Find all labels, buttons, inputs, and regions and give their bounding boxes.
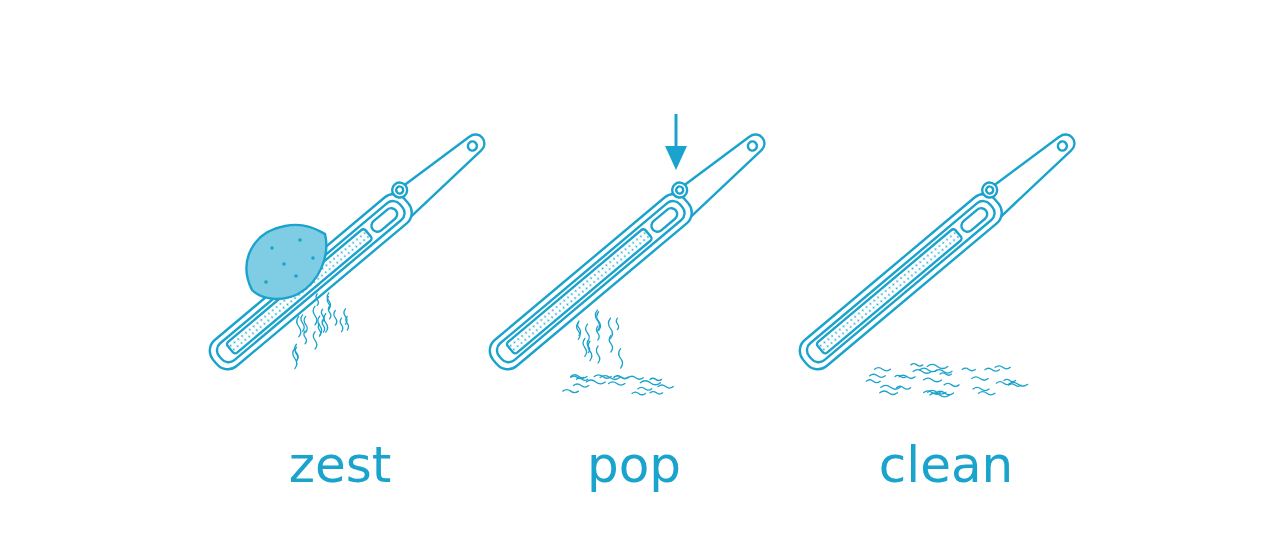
zest-shaving — [880, 391, 898, 395]
zest-shaving — [297, 316, 301, 336]
zest-shaving — [327, 297, 330, 310]
zest-shaving — [614, 376, 629, 379]
zest-shaving — [972, 377, 989, 380]
zester — [202, 122, 493, 375]
zest-shaving — [614, 376, 628, 379]
zest-shaving — [340, 318, 343, 331]
zest-shaving — [304, 316, 307, 332]
zest-shaving — [911, 364, 923, 366]
zest-shaving — [658, 385, 673, 388]
step-label: zest — [289, 440, 392, 490]
zest-shaving — [334, 311, 337, 326]
zest-shaving — [616, 318, 618, 329]
zest-shaving — [313, 306, 317, 325]
zest-shaving — [913, 370, 931, 374]
zest-shaving — [638, 387, 652, 390]
zest-shaving — [583, 339, 587, 357]
zest-shaving — [1004, 379, 1016, 381]
zest-shaving — [588, 341, 592, 360]
zest-shaving — [594, 375, 611, 378]
zest-shaving — [596, 346, 599, 363]
zest-shaving — [571, 376, 584, 379]
zest-shaving — [935, 370, 952, 373]
zest-shaving — [973, 387, 989, 390]
zester — [482, 122, 773, 375]
zest-shavings — [293, 293, 1028, 397]
press-arrow — [665, 114, 687, 170]
step-label: pop — [587, 440, 681, 490]
zest-shaving — [979, 392, 995, 395]
zest-shaving — [609, 382, 625, 385]
zest-shaving — [895, 375, 907, 377]
zest-shaving — [563, 390, 579, 393]
zest-shaving — [619, 349, 623, 368]
zest-shaving — [640, 381, 660, 385]
zest-shaving — [628, 376, 643, 379]
zest-shaving — [881, 385, 900, 389]
zest-shaving — [318, 316, 322, 335]
zest-shaving — [304, 331, 307, 344]
zest-shaving — [962, 368, 975, 371]
zest-shaving — [875, 368, 891, 371]
zest-shaving — [586, 324, 590, 342]
zest-shaving — [608, 318, 612, 338]
zest-shaving — [866, 380, 880, 383]
zest-shaving — [927, 364, 948, 368]
zest-shaving — [995, 366, 1010, 369]
zest-shaving — [324, 314, 328, 332]
zest-shaving — [344, 309, 347, 324]
zest-shaving — [650, 378, 662, 380]
zest-shaving — [870, 374, 886, 377]
zest-shaving — [650, 392, 663, 395]
zest-shaving — [632, 392, 645, 395]
zest-shaving — [985, 368, 1000, 371]
zest-shaving — [996, 382, 1011, 385]
zest-shaving — [301, 315, 304, 331]
lemon — [247, 225, 327, 299]
zest-shaving — [293, 348, 297, 369]
zest-shaving — [944, 383, 959, 386]
zest-shaving — [924, 391, 941, 394]
zest-shaving — [577, 323, 580, 340]
step-label: clean — [879, 440, 1013, 490]
zest-shaving — [924, 378, 942, 382]
zest-shaving — [597, 312, 601, 331]
zester — [792, 122, 1083, 375]
zest-shaving — [586, 380, 605, 384]
zest-shaving — [295, 347, 298, 360]
zest-shaving — [316, 294, 318, 306]
zest-shaving — [574, 384, 589, 387]
zest-shaving — [313, 332, 316, 349]
